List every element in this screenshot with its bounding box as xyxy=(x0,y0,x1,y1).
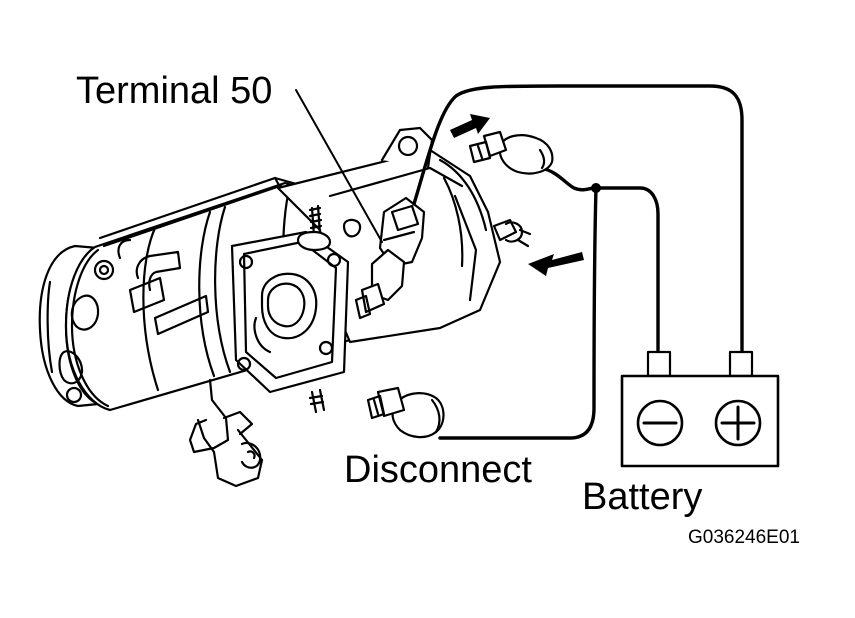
terminal-50-leader-line xyxy=(295,89,383,243)
battery-negative-cable xyxy=(438,166,660,440)
disconnect-label: Disconnect xyxy=(344,449,532,491)
figure-code: G036246E01 xyxy=(688,527,800,548)
battery-positive-terminal-icon xyxy=(714,399,762,447)
starter-motor xyxy=(38,126,532,488)
battery-positive-cable xyxy=(412,84,744,354)
arrow-up-right-icon xyxy=(450,114,490,138)
terminal-50-label: Terminal 50 xyxy=(76,70,273,112)
disconnect-lead-connector xyxy=(366,386,445,439)
arrow-down-left-icon xyxy=(528,252,584,276)
battery-negative-terminal-icon xyxy=(636,399,684,447)
battery-label: Battery xyxy=(582,476,703,518)
terminal-50-connector xyxy=(354,196,426,320)
upper-lead-connector xyxy=(468,130,554,175)
cable-junction-dot xyxy=(591,183,601,193)
battery xyxy=(620,350,780,468)
